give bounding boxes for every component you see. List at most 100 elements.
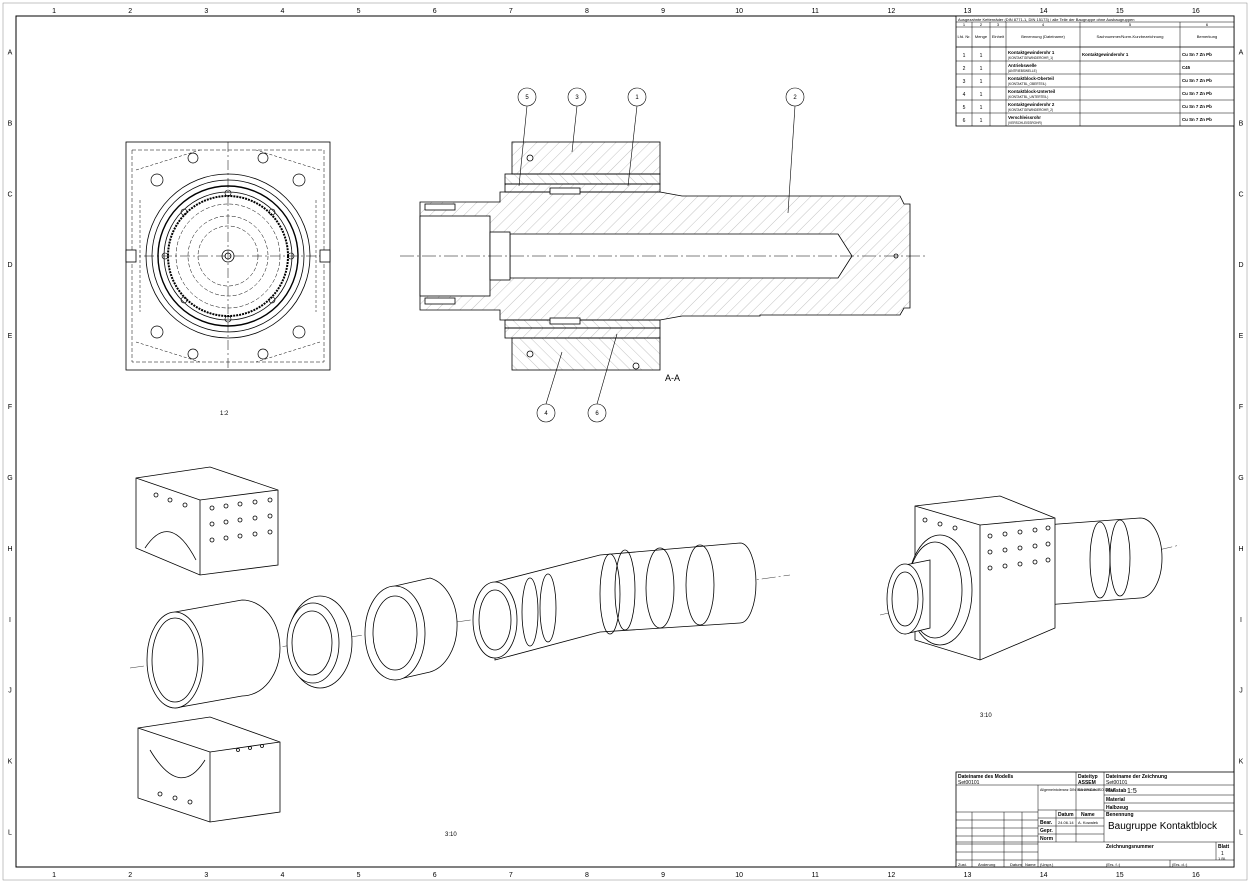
front-view-scale: 1:2 <box>220 411 229 417</box>
row-label-left: J <box>8 688 12 695</box>
title-block-doc-type-label: Dateityp <box>1078 774 1098 780</box>
row-label-right: F <box>1239 404 1243 411</box>
title-block-drawing-file-label: Dateiname der Zeichnung <box>1106 774 1167 780</box>
author-value: A. Kowalek <box>1078 820 1098 825</box>
row-label-left: F <box>8 404 12 411</box>
balloon-labels: 5 3 1 2 4 6 <box>525 95 797 417</box>
column-label-top: 6 <box>433 8 437 15</box>
title-block-sheets: 1 Bl. <box>1218 856 1226 861</box>
title-block-zust-label: Zust. <box>958 862 967 867</box>
balloons-3: 2 <box>793 95 797 101</box>
column-label-bottom: 2 <box>128 872 132 879</box>
title-block-bearb-label: Bear. <box>1040 820 1053 826</box>
drawing-file: Set00101 <box>1106 780 1128 786</box>
row-label-left: A <box>8 49 13 56</box>
bom-col-unit: Einheit <box>992 34 1005 39</box>
bom-row-norm: Kontaktgewinderohr 1 <box>1082 52 1129 57</box>
date-value: 24.06.14 <box>1058 820 1074 825</box>
assembled-view-scale: 3:10 <box>980 713 992 719</box>
title-block-date-label: Datum <box>1058 812 1074 818</box>
bom-col-numbers-5: 6 <box>1206 22 1209 27</box>
bom-row-name: Kontaktgewinderohr 2 <box>1008 102 1055 107</box>
part-balloons <box>517 87 805 423</box>
column-label-bottom: 13 <box>964 872 972 879</box>
title-block-gepr-label: Gepr. <box>1040 828 1053 834</box>
bom-row-material: Cu Sn 7 Zn Pb <box>1182 52 1212 57</box>
column-label-top: 15 <box>1116 8 1124 15</box>
bom-row-qty: 1 <box>980 105 983 111</box>
title-block-semi-label: Halbzeug <box>1106 805 1128 811</box>
bom-row-material: Cu Sn 7 Zn Pb <box>1182 104 1212 109</box>
column-label-top: 8 <box>585 8 589 15</box>
column-label-bottom: 14 <box>1040 872 1048 879</box>
drawing-title: Baugruppe Kontaktblock <box>1108 821 1218 832</box>
section-view <box>400 141 925 371</box>
bom-row-name: Verschleissrohr <box>1008 115 1041 120</box>
row-label-right: D <box>1238 262 1243 269</box>
bom-row-file: (ANTRIEBSWELLE) <box>1008 69 1037 73</box>
row-label-left: H <box>7 546 12 553</box>
assembled-view <box>879 495 1181 661</box>
bom-row-name: Kontaktblock-Oberteil <box>1008 76 1054 81</box>
exploded-view <box>129 466 791 823</box>
bom-row-pos: 1 <box>963 53 966 59</box>
column-label-bottom: 3 <box>204 872 208 879</box>
column-label-top: 3 <box>204 8 208 15</box>
row-label-right: E <box>1239 333 1244 340</box>
bom-header-note: Ausgezahnte Kettenräder (DIN 8771-1, DIN… <box>958 17 1135 22</box>
bom-row-material: Cu Sn 7 Zn Pb <box>1182 117 1212 122</box>
bom-row-qty: 1 <box>980 79 983 85</box>
bom-row-file: (KONTAKTBL_UNTERTEIL) <box>1008 95 1048 99</box>
row-label-right: L <box>1239 830 1243 837</box>
bom-col-name: Benennung (Dateiname) <box>1021 34 1065 39</box>
row-label-left: K <box>8 759 13 766</box>
row-label-left: D <box>7 262 12 269</box>
row-label-right: A <box>1239 49 1244 56</box>
title-block-ursp-label: (Urspr.) <box>1040 862 1054 867</box>
bom-col-numbers-4: 5 <box>1129 22 1132 27</box>
title-block: Dateiname des Modells Set00101 Dateityp … <box>955 771 1235 868</box>
bom-row-name: Kontaktgewinderohr 1 <box>1008 50 1055 55</box>
title-block-name2-label: Name <box>1025 862 1036 867</box>
bom-row-pos: 4 <box>963 92 966 98</box>
row-label-left: B <box>8 120 13 127</box>
model-file: Set00101 <box>958 780 980 786</box>
row-label-left: I <box>9 617 11 624</box>
column-label-bottom: 11 <box>812 872 819 879</box>
column-label-top: 5 <box>357 8 361 15</box>
bom-col-remark: Bemerkung <box>1197 34 1217 39</box>
row-label-right: H <box>1238 546 1243 553</box>
column-label-top: 16 <box>1192 8 1200 15</box>
balloons-4: 4 <box>544 411 548 417</box>
bom-row-file: (KONTAKTGEWINDEROHR_1) <box>1008 56 1053 60</box>
row-label-right: G <box>1238 475 1243 482</box>
column-label-bottom: 1 <box>52 872 56 879</box>
column-label-top: 14 <box>1040 8 1048 15</box>
title-block-name-label: Name <box>1081 812 1095 818</box>
balloons-1: 3 <box>575 95 579 101</box>
title-block-datum2-label: Datum <box>1010 862 1022 867</box>
row-label-right: B <box>1239 120 1244 127</box>
column-label-bottom: 5 <box>357 872 361 879</box>
column-label-top: 7 <box>509 8 513 15</box>
column-label-top: 10 <box>735 8 743 15</box>
balloon-2 <box>785 87 805 107</box>
row-label-right: I <box>1240 617 1242 624</box>
column-label-bottom: 7 <box>509 872 513 879</box>
row-label-right: K <box>1239 759 1244 766</box>
title-block-material-label: Material <box>1106 797 1126 803</box>
column-label-top: 4 <box>280 8 284 15</box>
balloons-0: 5 <box>525 95 529 101</box>
title-block-ers-f-label: (Ers. f.:) <box>1106 862 1121 867</box>
column-label-bottom: 12 <box>888 872 896 879</box>
title-block-general-tol: Allgemeintoleranz DIN ISO 2768-m-E <box>1040 788 1100 792</box>
balloons-2: 1 <box>635 95 639 101</box>
column-label-top: 1 <box>52 8 56 15</box>
row-label-left: G <box>7 475 12 482</box>
